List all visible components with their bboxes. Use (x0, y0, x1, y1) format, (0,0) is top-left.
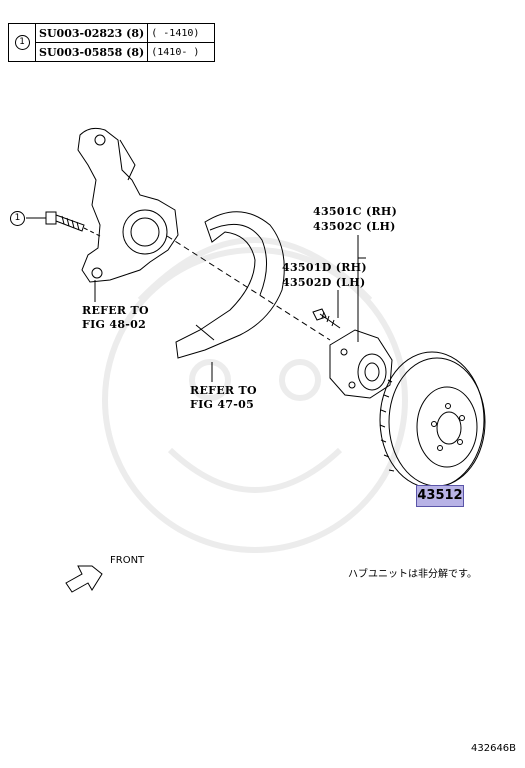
callout-1[interactable]: 1 (10, 211, 25, 226)
legend-part-2[interactable]: SU003-05858 (8) (34, 42, 149, 62)
axis-line (166, 235, 331, 341)
japanese-note: ハブユニットは非分解です。 (348, 569, 477, 580)
watermark-logo (102, 237, 408, 553)
brake-rotor[interactable] (379, 351, 486, 489)
legend-range-2: (1410- ) (147, 42, 216, 62)
dust-shield[interactable] (175, 211, 285, 359)
legend-table: 1 SU003-02823 (8) ( -1410) SU003-05858 (… (8, 23, 216, 62)
refer-shield-label[interactable]: REFER TO FIG 47-05 (190, 384, 257, 411)
legend-part-1[interactable]: SU003-02823 (8) (34, 23, 149, 43)
front-label: FRONT (110, 555, 145, 566)
hub-label-43501d[interactable]: 43501D (RH) (282, 261, 367, 274)
rotor-part-number[interactable]: 43512 (416, 485, 464, 507)
hub-label-43501c[interactable]: 43501C (RH) (313, 205, 398, 218)
refer-knuckle-label[interactable]: REFER TO FIG 48-02 (82, 304, 149, 331)
hub-unit[interactable] (329, 329, 393, 399)
figure-id: 432646B (471, 743, 517, 754)
legend-callout: 1 (8, 23, 36, 62)
hub-label-43502c[interactable]: 43502C (LH) (313, 220, 396, 233)
steering-knuckle[interactable] (77, 127, 179, 283)
hub-label-brackets (337, 235, 366, 342)
hub-bolt[interactable] (312, 308, 341, 329)
front-arrow-icon (65, 565, 103, 593)
knuckle-bolt[interactable] (45, 211, 85, 232)
hub-label-43502d[interactable]: 43502D (LH) (282, 276, 366, 289)
